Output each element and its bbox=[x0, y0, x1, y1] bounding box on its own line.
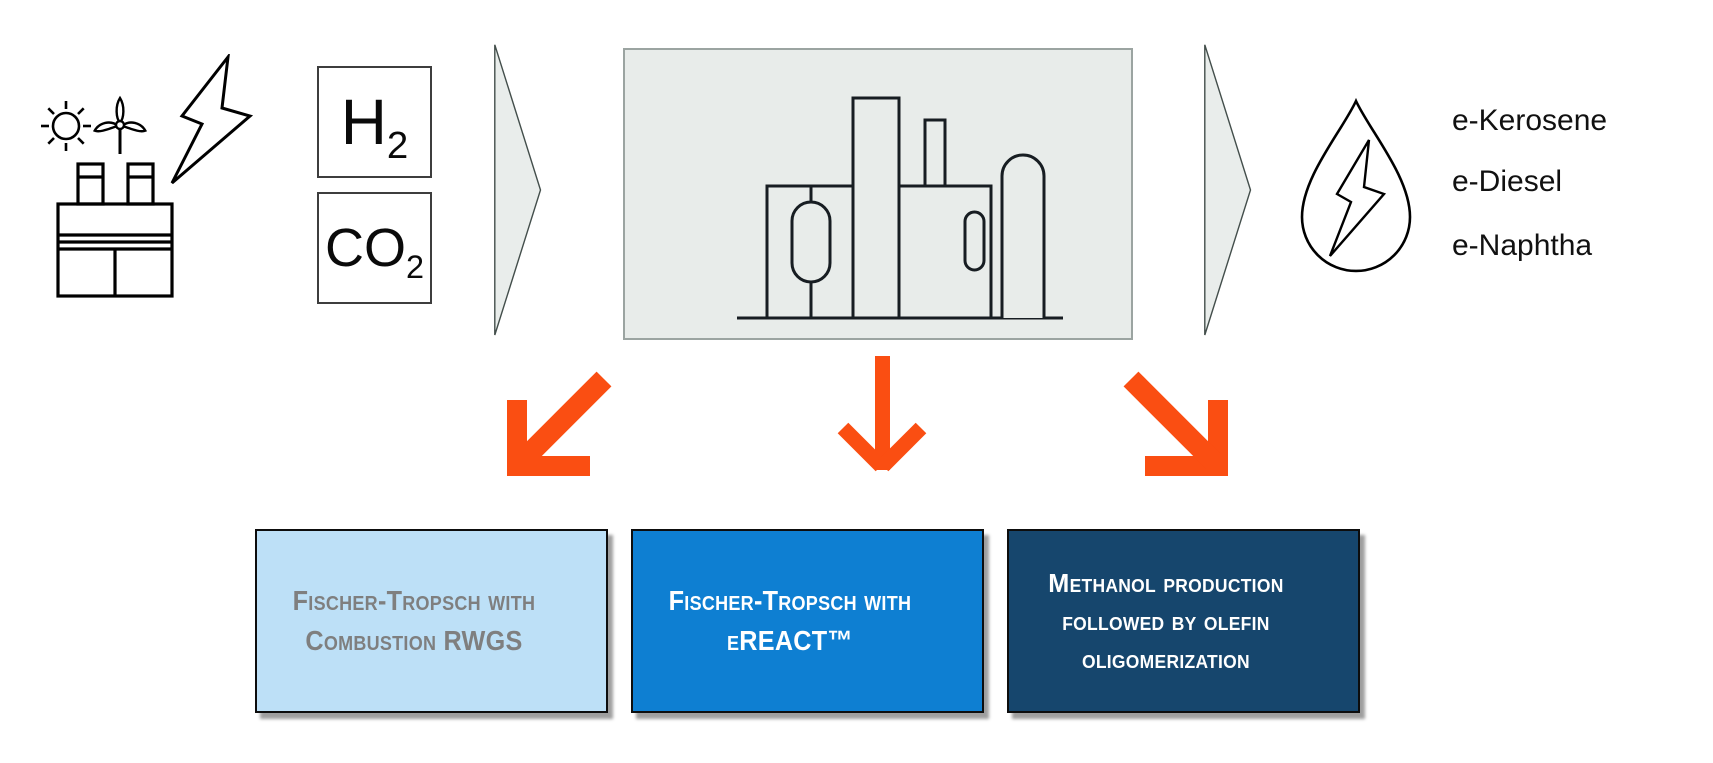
h2-input-box: H2 bbox=[317, 66, 432, 178]
pathway-box-ft-ereact: Fischer-Tropsch with eREACT™ bbox=[631, 529, 984, 713]
electrolyzer-plant-icon bbox=[56, 162, 174, 298]
product-label-naphtha: e-Naphtha bbox=[1452, 229, 1593, 262]
arrow-down-right-icon bbox=[1123, 371, 1228, 476]
product-label-kerosene: e-Kerosene bbox=[1452, 104, 1608, 137]
h2-label: H2 bbox=[340, 86, 409, 167]
chevron-right-icon bbox=[1204, 44, 1252, 336]
co2-input-box: CO2 bbox=[317, 192, 432, 304]
co2-label: CO2 bbox=[324, 218, 424, 285]
chevron-right-icon bbox=[494, 44, 542, 336]
sun-icon bbox=[41, 101, 91, 151]
product-label-diesel: e-Diesel bbox=[1452, 165, 1563, 198]
pathway-box-ft-combustion-rwgs: Fischer-Tropsch with Combustion RWGS bbox=[255, 529, 608, 713]
arrow-down-left-icon bbox=[507, 371, 612, 476]
pathway-label: Fischer-Tropsch with Combustion RWGS bbox=[292, 585, 536, 656]
pathway-label: Fischer-Tropsch with eREACT™ bbox=[668, 585, 912, 656]
synthesis-plant-box bbox=[623, 48, 1133, 340]
pathway-label: Methanol production followed by olefin o… bbox=[1048, 568, 1284, 674]
chemical-plant-icon bbox=[737, 96, 1063, 320]
pathway-box-methanol-olefin: Methanol production followed by olefin o… bbox=[1007, 529, 1360, 713]
arrow-down-icon bbox=[837, 356, 927, 472]
lightning-bolt-icon bbox=[170, 54, 254, 185]
wind-turbine-icon bbox=[92, 95, 148, 154]
fuel-drop-lightning-icon bbox=[1300, 97, 1412, 273]
